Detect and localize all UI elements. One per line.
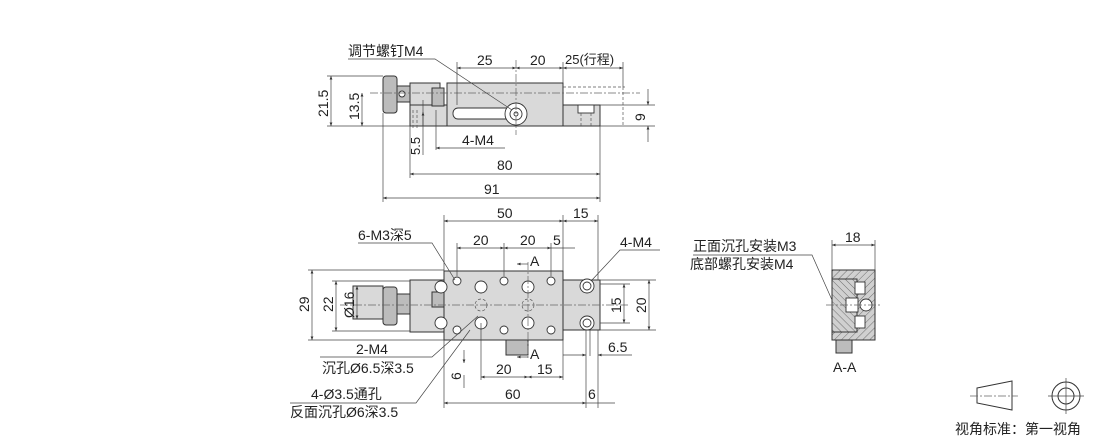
dim-15-top: 15: [573, 205, 589, 221]
dim-20-bottom: 20: [496, 361, 512, 377]
dim-6-right: 6: [588, 386, 596, 402]
front-view: 50 15 20 20 5 A A 6-M3深5 4-M4 29 22 Ø16: [290, 205, 660, 420]
callout-4m4-front: 4-M4: [620, 234, 652, 250]
dim-5-5: 5.5: [408, 137, 423, 155]
slide-table: [446, 82, 564, 127]
dim-29: 29: [296, 296, 312, 312]
callout-reverse: 反面沉孔Ø6深3.5: [290, 404, 398, 420]
dim-18: 18: [845, 229, 861, 245]
adjust-knob: [382, 75, 398, 114]
dim-stroke: 25(行程): [565, 52, 614, 67]
dim-6-5: 6.5: [608, 339, 628, 355]
m3-holes: [452, 276, 556, 335]
dim-50: 50: [497, 205, 513, 221]
lock-nut: [431, 87, 445, 107]
dim-21-5: 21.5: [315, 90, 331, 117]
thimble-shaft: [396, 293, 411, 315]
dim-60: 60: [505, 386, 521, 402]
section-label: A-A: [833, 359, 857, 375]
first-angle-projection-symbol: 视角标准：第一视角: [955, 378, 1084, 437]
dim-20-right: 20: [633, 297, 649, 313]
micrometer-thimble: [382, 286, 398, 326]
dim-20: 20: [530, 52, 546, 68]
dim-80: 80: [497, 157, 513, 173]
bottom-tab: [505, 339, 529, 356]
dim-22: 22: [320, 296, 336, 312]
dim-20a: 20: [473, 232, 489, 248]
callout-through: 4-Ø3.5通孔: [311, 386, 382, 402]
dim-9: 9: [632, 113, 648, 121]
section-view: 18 正面沉孔安装M3 底部螺孔安装M4 A-A: [690, 229, 882, 375]
shaft-hole-icon: [398, 90, 406, 98]
section-mark-top: A: [530, 253, 540, 269]
callout-counterbore: 沉孔Ø6.5深3.5: [322, 360, 414, 376]
top-view: 25 20 25(行程) 21.5 13.5 9 5.5 4-M4 80 91 …: [315, 43, 655, 202]
dim-15-bottom: 15: [537, 361, 553, 377]
dim-15-right: 15: [608, 297, 624, 313]
dim-20b: 20: [520, 232, 536, 248]
truncated-cone-icon: [976, 380, 1013, 411]
callout-6m3: 6-M3深5: [358, 227, 412, 243]
callout-front-m3: 正面沉孔安装M3: [693, 238, 797, 254]
dim-91: 91: [484, 181, 500, 197]
callout-2m4: 2-M4: [356, 341, 388, 357]
callout-adjust-screw: 调节螺钉M4: [348, 43, 424, 59]
dim-6-left: 6: [448, 372, 464, 380]
micrometer-sleeve: [352, 285, 384, 320]
dim-25: 25: [477, 52, 493, 68]
section-mark-bottom: A: [530, 346, 540, 362]
callout-4m4-top: 4-M4: [462, 132, 494, 148]
slot: [452, 107, 514, 120]
callout-bottom-m4: 底部螺孔安装M4: [690, 256, 794, 272]
dim-13-5: 13.5: [346, 93, 362, 120]
projection-label: 视角标准：第一视角: [955, 421, 1081, 437]
dim-5: 5: [553, 232, 561, 248]
dim-d16: Ø16: [341, 291, 357, 318]
